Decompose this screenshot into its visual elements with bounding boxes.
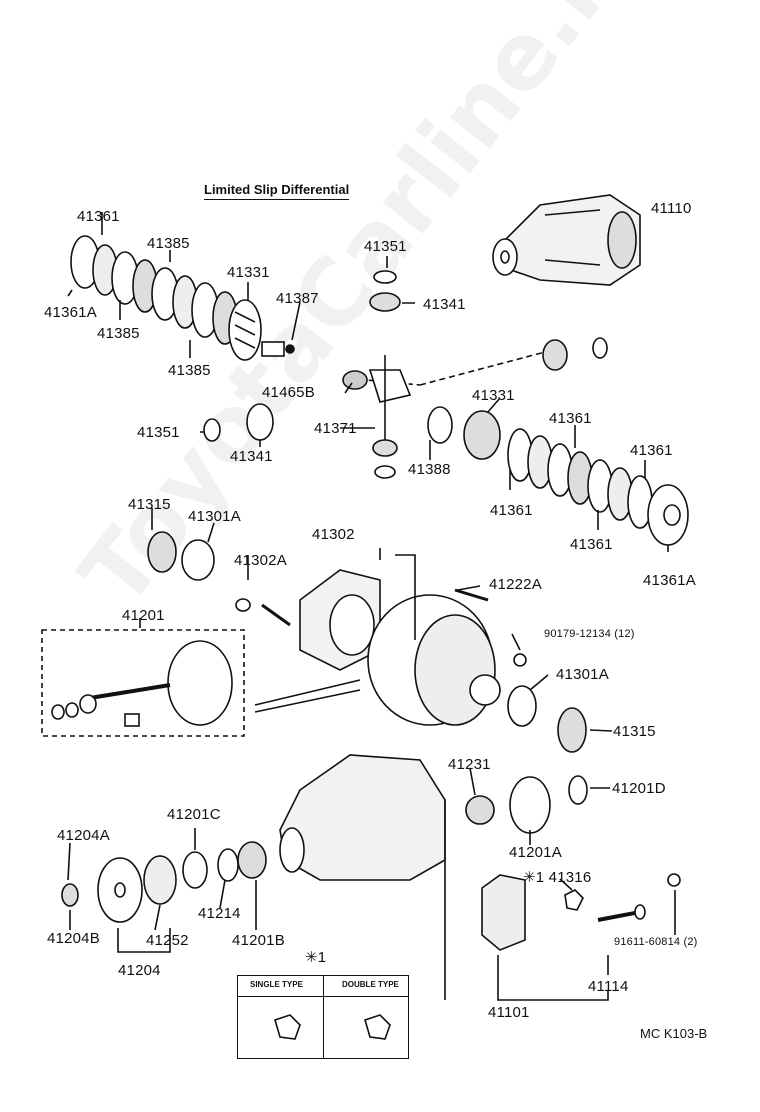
part-label: 41301A <box>188 508 241 525</box>
part-label: 41385 <box>147 235 190 252</box>
diagram-title: Limited Slip Differential <box>204 182 350 200</box>
part-label: 41361 <box>570 536 613 553</box>
part-label: 41315 <box>613 723 656 740</box>
part-label: 41214 <box>198 905 241 922</box>
part-label: 41351 <box>364 238 407 255</box>
part-label: 41388 <box>408 461 451 478</box>
legend-divider <box>323 976 324 1058</box>
part-label: ✳1 41316 <box>523 869 592 886</box>
legend-table: SINGLE TYPE DOUBLE TYPE <box>237 975 409 1059</box>
part-label: 41222A <box>489 576 542 593</box>
part-label: 41204A <box>57 827 110 844</box>
part-label: 41114 <box>588 978 629 995</box>
part-label: 41341 <box>230 448 273 465</box>
part-label: 41385 <box>168 362 211 379</box>
part-label: 41465B <box>262 384 315 401</box>
part-label: 41361 <box>549 410 592 427</box>
legend-divider <box>238 996 408 997</box>
part-label: 41101 <box>488 1004 530 1021</box>
part-label: 41201D <box>612 780 666 797</box>
part-label: 41252 <box>146 932 189 949</box>
part-label: 41387 <box>276 290 319 307</box>
part-label: 90179-12134 (12) <box>544 628 635 640</box>
part-label: 41351 <box>137 424 180 441</box>
part-label: 41361A <box>44 304 97 321</box>
clutch-pack-left <box>70 235 295 361</box>
part-label: 41201 <box>122 607 165 624</box>
part-label: 41302 <box>312 526 355 543</box>
part-label: 41315 <box>128 496 171 513</box>
part-label: 41361 <box>490 502 533 519</box>
legend-mark: ✳1 <box>305 949 327 966</box>
part-label: 41331 <box>227 264 270 281</box>
part-label: 41361 <box>77 208 120 225</box>
document-code: MC K103-B <box>640 1026 708 1041</box>
part-label: 41301A <box>556 666 609 683</box>
part-label: 41204B <box>47 930 100 947</box>
part-label: 41201C <box>167 806 221 823</box>
part-label: 41341 <box>423 296 466 313</box>
part-label: 41371 <box>314 420 357 437</box>
legend-double-type: DOUBLE TYPE <box>342 980 399 989</box>
part-label: 41302A <box>234 552 287 569</box>
part-label: 41201B <box>232 932 285 949</box>
part-label: 41110 <box>651 200 692 217</box>
clutch-pack-right <box>427 406 689 546</box>
part-label: 41361A <box>643 572 696 589</box>
part-label: 41385 <box>97 325 140 342</box>
part-label: 41331 <box>472 387 515 404</box>
part-label: 91611-60814 (2) <box>614 936 698 948</box>
part-label: 41361 <box>630 442 673 459</box>
diff-case-icon <box>254 569 501 726</box>
part-label: 41231 <box>448 756 491 773</box>
part-label: 41204 <box>118 962 161 979</box>
part-label: 41201A <box>509 844 562 861</box>
axle-housing-icon <box>279 754 446 1000</box>
differential-carrier-icon <box>492 194 641 286</box>
legend-single-type: SINGLE TYPE <box>250 980 303 989</box>
